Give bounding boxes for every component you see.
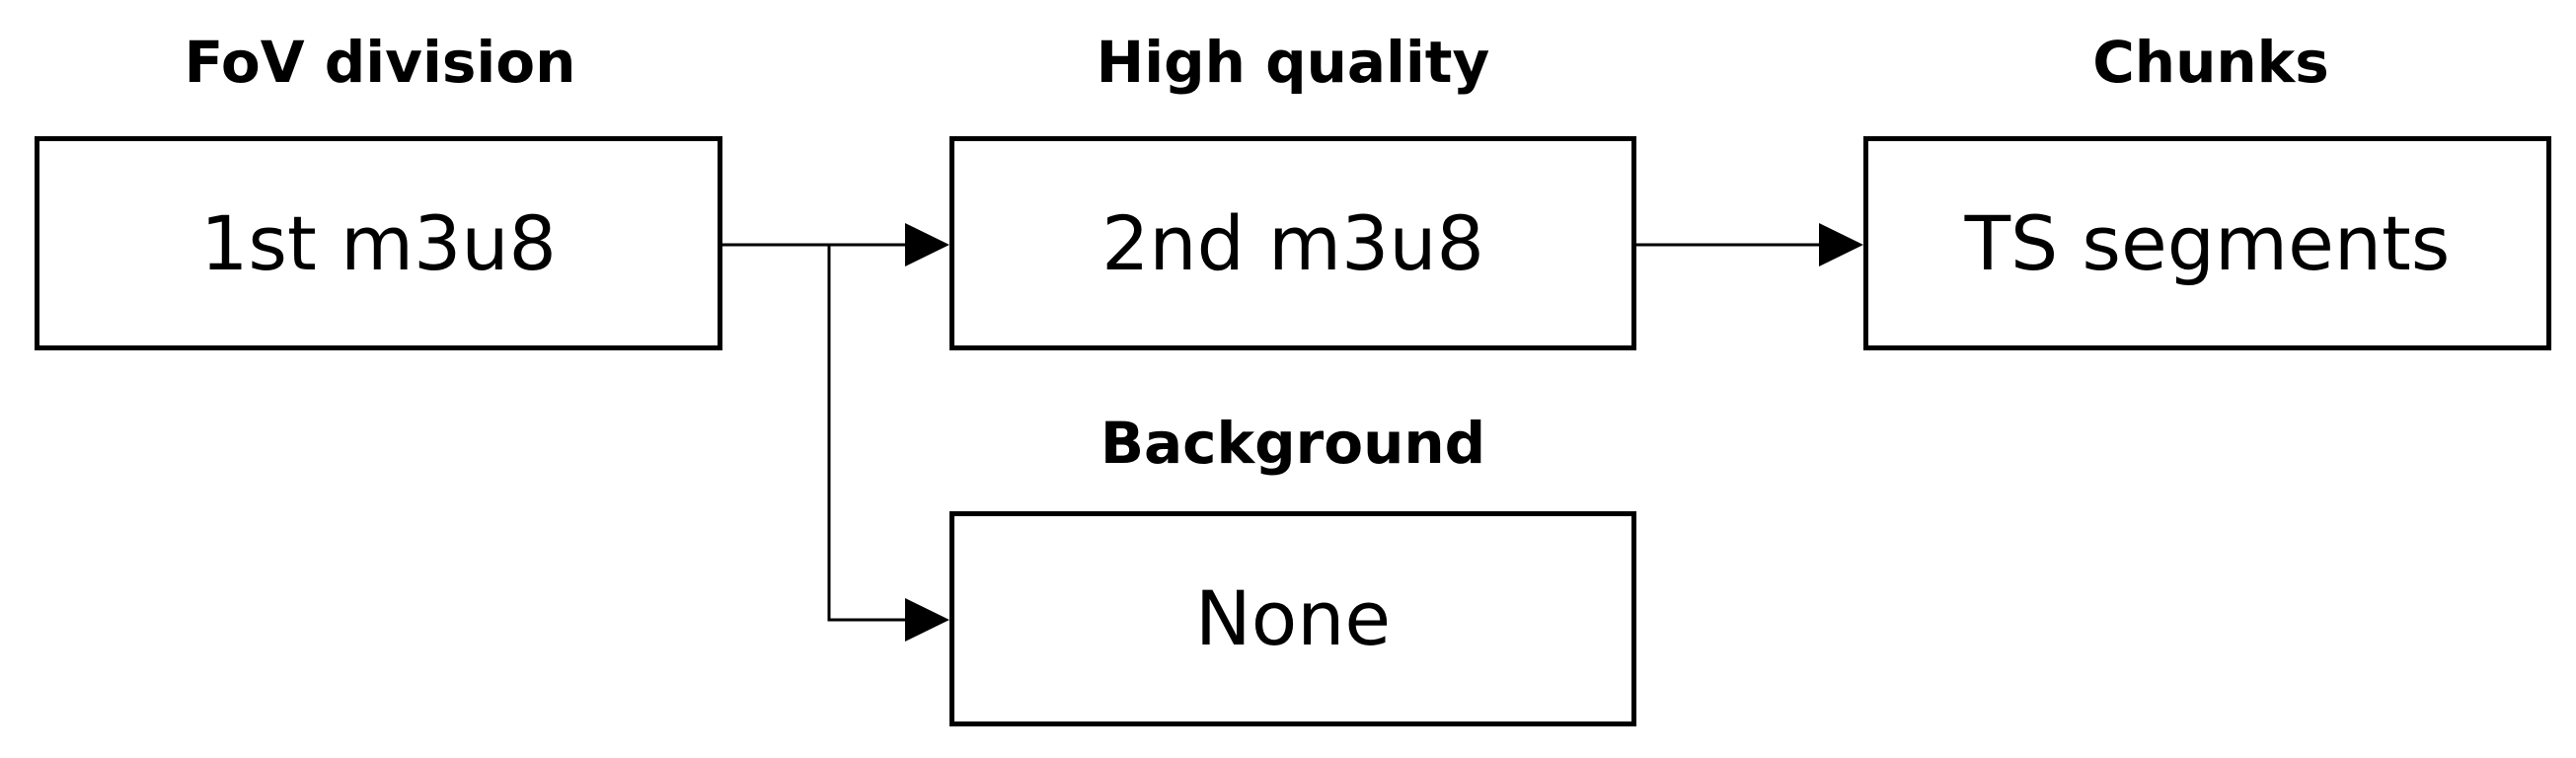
arrowhead-second-icon bbox=[905, 223, 949, 266]
box-first-m3u8-label: 1st m3u8 bbox=[200, 198, 557, 287]
box-second-m3u8-label: 2nd m3u8 bbox=[1101, 198, 1484, 287]
box-second-m3u8: 2nd m3u8 bbox=[949, 136, 1636, 350]
box-first-m3u8: 1st m3u8 bbox=[35, 136, 722, 350]
box-none: None bbox=[949, 511, 1636, 726]
box-ts-segments-label: TS segments bbox=[1964, 198, 2451, 287]
heading-high-quality: High quality bbox=[1096, 29, 1490, 96]
heading-chunks: Chunks bbox=[2092, 29, 2329, 96]
box-none-label: None bbox=[1194, 574, 1392, 662]
box-ts-segments: TS segments bbox=[1863, 136, 2551, 350]
arrowhead-ts-icon bbox=[1819, 223, 1863, 266]
heading-fov-division: FoV division bbox=[184, 29, 576, 96]
arrowhead-none-icon bbox=[905, 598, 949, 642]
heading-background: Background bbox=[1099, 410, 1486, 477]
arrow-branch-to-none bbox=[827, 245, 905, 622]
